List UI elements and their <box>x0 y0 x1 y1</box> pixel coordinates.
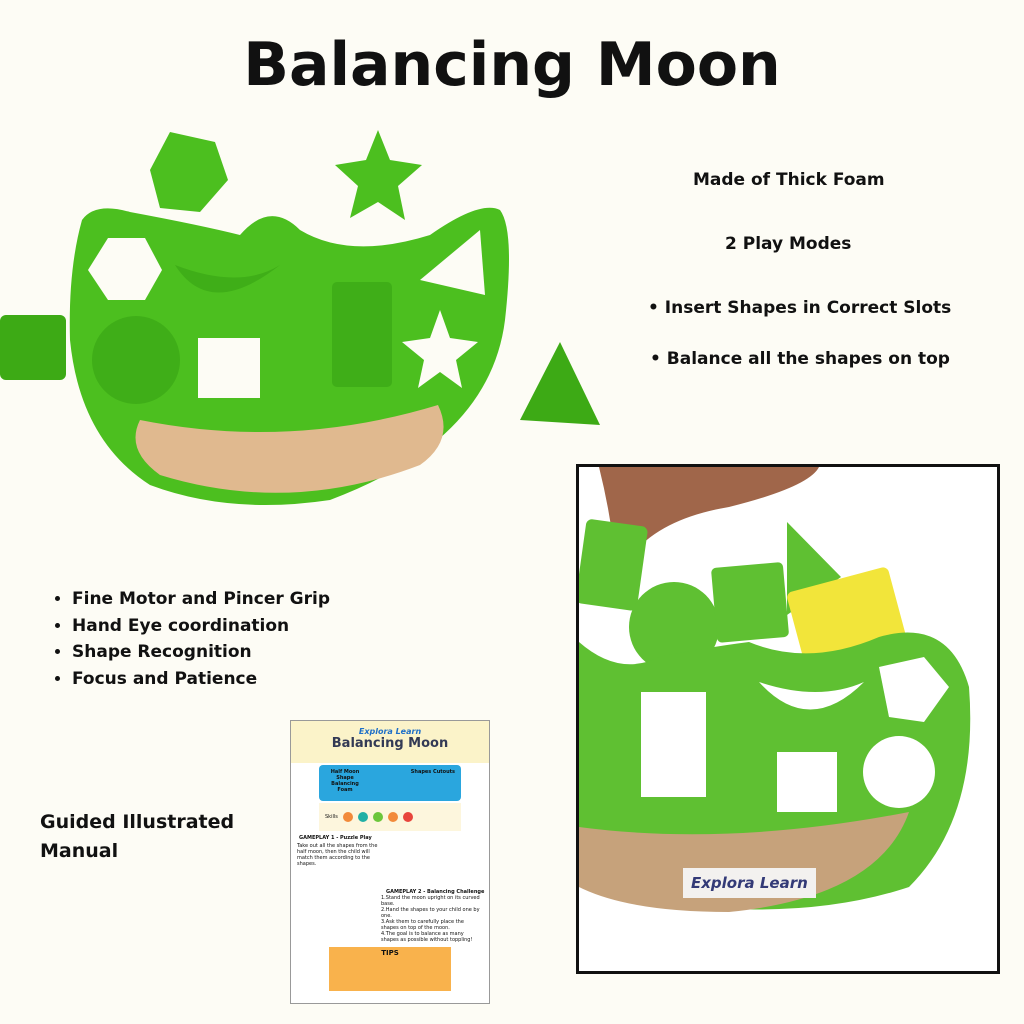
tan-base <box>135 405 444 493</box>
manual-step: 1.Stand the moon upright on its curved b… <box>381 895 480 907</box>
manual-gameplay1: GAMEPLAY 1 - Puzzle Play <box>299 835 372 841</box>
skills-list: Fine Motor and Pincer Grip Hand Eye coor… <box>52 586 330 692</box>
manual-tips: TIPS <box>381 949 399 957</box>
feature-text: Insert Shapes in Correct Slots <box>664 298 952 318</box>
manual-step: 3.Ask them to carefully place the shapes… <box>381 919 464 931</box>
manual-brand: Explora Learn <box>358 727 422 736</box>
product-photo: Explora Learn <box>576 464 1000 974</box>
manual-thumbnail: Explora Learn Balancing Moon Half Moon S… <box>290 720 490 1004</box>
moon-product-image <box>0 130 600 505</box>
skill-item: Hand Eye coordination <box>72 613 330 640</box>
hand <box>599 467 819 555</box>
page-title: Balancing Moon <box>243 30 781 100</box>
manual-gameplay1-text: Take out all the shapes from the half mo… <box>297 843 378 867</box>
manual-step: 2.Hand the shapes to your child one by o… <box>381 907 480 919</box>
feature-play-modes: 2 Play Modes <box>725 234 852 254</box>
feature-insert-shapes: • Insert Shapes in Correct Slots <box>648 298 952 318</box>
manual-title: Balancing Moon <box>331 736 449 751</box>
triangle-piece <box>520 342 600 425</box>
manual-panel-left: Half Moon Shape Balancing Foam <box>330 769 360 793</box>
hexagon-piece <box>150 132 228 212</box>
manual-panel-right: Shapes Cutouts <box>410 769 455 775</box>
star-piece <box>335 130 422 220</box>
feature-balance: • Balance all the shapes on top <box>650 349 950 369</box>
manual-gameplay2: GAMEPLAY 2 - Balancing Challenge <box>386 889 485 895</box>
manual-step: 4.The goal is to balance as many shapes … <box>381 931 473 943</box>
rectangle-piece <box>0 315 66 380</box>
manual-label: Guided Illustrated Manual <box>40 811 235 862</box>
skill-item: Shape Recognition <box>72 639 330 666</box>
skill-item: Fine Motor and Pincer Grip <box>72 586 330 613</box>
balanced-moon-photo <box>579 467 971 912</box>
skill-item: Focus and Patience <box>72 666 330 693</box>
feature-foam: Made of Thick Foam <box>693 170 885 190</box>
feature-text: Balance all the shapes on top <box>666 349 950 369</box>
brand-label: Explora Learn <box>683 868 816 898</box>
manual-skills-label: Skills <box>325 814 338 820</box>
